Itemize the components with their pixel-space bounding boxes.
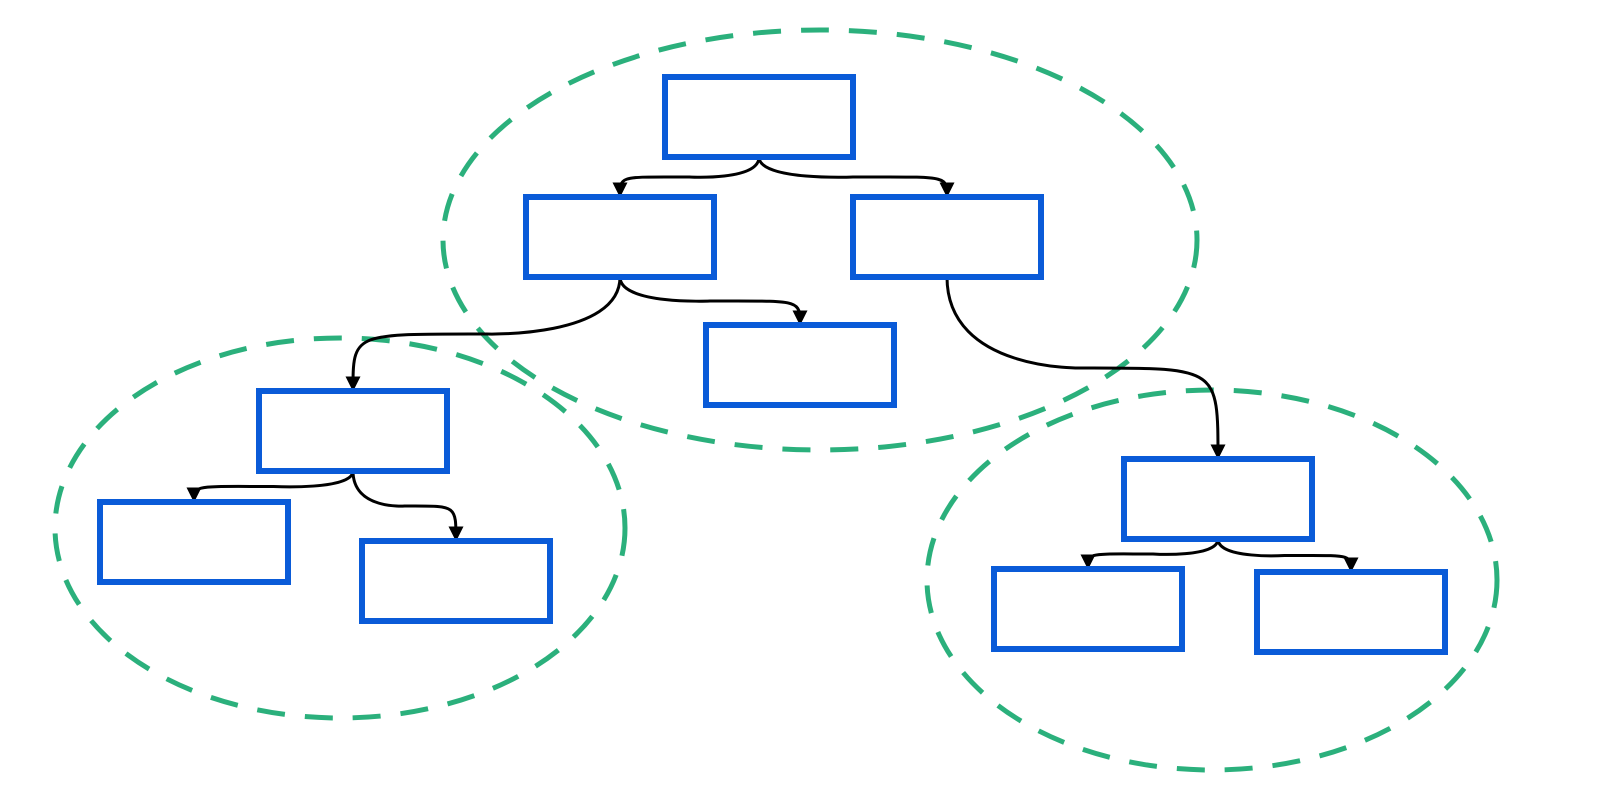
node-root	[662, 74, 856, 160]
node-box	[850, 194, 1044, 280]
node-middle-leaf	[703, 322, 897, 408]
edge-left-subtree-root-to-left-subtree-right	[351, 470, 464, 542]
node-box	[256, 388, 450, 474]
edge-root-to-right-child	[757, 156, 955, 198]
node-box	[523, 194, 717, 280]
node-left-subtree-right	[359, 538, 553, 624]
edge-right-subtree-root-to-right-subtree-left	[1080, 538, 1220, 570]
edge-left-child-to-middle-leaf	[618, 276, 808, 326]
nodes-layer	[97, 74, 1448, 655]
node-box	[1121, 456, 1315, 542]
node-right-subtree-right	[1254, 569, 1448, 655]
node-box	[359, 538, 553, 624]
node-box	[703, 322, 897, 408]
edge-root-to-left-child	[612, 156, 761, 198]
node-box	[1254, 569, 1448, 655]
group-left-dashed-ellipse	[52, 335, 628, 721]
node-box	[662, 74, 856, 160]
group-top-dashed-ellipse	[440, 27, 1200, 453]
node-right-subtree-root	[1121, 456, 1315, 542]
node-left-subtree-root	[256, 388, 450, 474]
node-box	[991, 566, 1185, 652]
edge-left-subtree-root-to-left-subtree-left	[186, 470, 355, 503]
edge-right-child-to-right-subtree-root	[945, 276, 1226, 460]
edges-layer	[186, 156, 1359, 573]
node-right-subtree-left	[991, 566, 1185, 652]
node-box	[97, 499, 291, 585]
node-left-subtree-left	[97, 499, 291, 585]
node-right-child	[850, 194, 1044, 280]
edge-left-child-to-left-subtree-root	[345, 276, 622, 392]
node-left-child	[523, 194, 717, 280]
edge-right-subtree-root-to-right-subtree-right	[1216, 538, 1359, 573]
